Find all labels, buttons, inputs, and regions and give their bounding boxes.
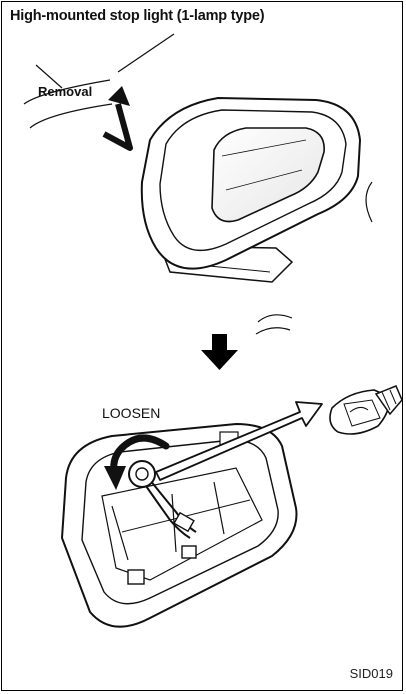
- removal-label: Removal: [38, 84, 92, 99]
- bulb: [330, 386, 402, 434]
- stop-light-housing: [142, 98, 360, 282]
- loosen-label: LOOSEN: [102, 405, 160, 421]
- step-down-arrow: [201, 334, 238, 370]
- lamp-base: [62, 424, 297, 627]
- removal-arrow: [104, 86, 130, 148]
